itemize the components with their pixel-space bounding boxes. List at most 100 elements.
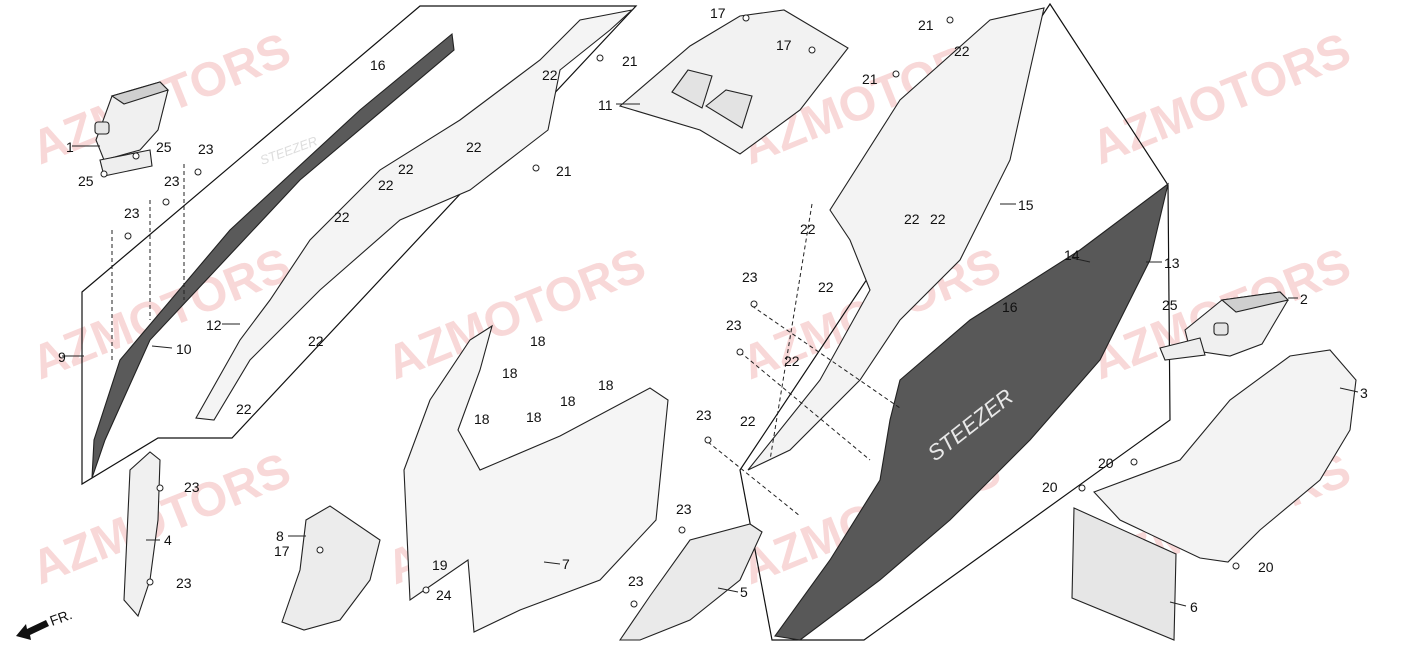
leader-lines <box>62 103 1359 607</box>
watermark: AZMOTORS <box>24 443 298 595</box>
callout-22: 22 <box>334 209 350 225</box>
callout-19: 19 <box>432 557 448 573</box>
callout-21: 21 <box>622 53 638 69</box>
callout-4: 4 <box>164 532 172 548</box>
callout-23: 23 <box>696 407 712 423</box>
arrow-left-icon <box>16 620 49 640</box>
callout-25: 25 <box>156 139 172 155</box>
callout-23: 23 <box>164 173 180 189</box>
fasteners <box>100 14 1240 608</box>
screw-icon <box>156 484 164 492</box>
part-11-tail-cover <box>618 9 849 155</box>
direction-label: FR. <box>48 606 75 629</box>
callout-18: 18 <box>526 409 542 425</box>
front-direction-indicator: FR. <box>16 606 74 640</box>
callout-22: 22 <box>542 67 558 83</box>
callout-22: 22 <box>398 161 414 177</box>
callout-22: 22 <box>308 333 324 349</box>
callout-5: 5 <box>740 584 748 600</box>
screw-icon <box>736 348 744 356</box>
part-8-grille <box>281 505 381 631</box>
callout-18: 18 <box>560 393 576 409</box>
part-4-bracket <box>123 451 161 618</box>
screw-icon <box>1078 484 1086 492</box>
part-7-front-cover <box>403 324 669 633</box>
callout-22: 22 <box>236 401 252 417</box>
callout-8: 8 <box>276 528 284 544</box>
screw-icon <box>316 546 324 554</box>
callout-14: 14 <box>1064 247 1080 263</box>
part-10-side-panel <box>91 32 455 479</box>
screw-icon <box>704 436 712 444</box>
part-5-cover <box>618 523 763 641</box>
screw-icon <box>946 16 954 24</box>
callout-18: 18 <box>598 377 614 393</box>
callout-7: 7 <box>562 556 570 572</box>
callout-24: 24 <box>436 587 452 603</box>
screw-icon <box>630 600 638 608</box>
screw-icon <box>162 198 170 206</box>
callout-labels: 1 2 3 4 5 6 7 8 9 10 11 12 13 14 15 16 1… <box>58 5 1368 615</box>
callout-13: 13 <box>1164 255 1180 271</box>
dashed-line <box>769 203 813 461</box>
dashed-line <box>751 305 901 409</box>
callout-15: 15 <box>1018 197 1034 213</box>
assembly-frame-right <box>739 2 1171 641</box>
callout-22: 22 <box>818 279 834 295</box>
callout-21: 21 <box>918 17 934 33</box>
callout-21: 21 <box>556 163 572 179</box>
callout-18: 18 <box>530 333 546 349</box>
callout-22: 22 <box>904 211 920 227</box>
callout-18: 18 <box>502 365 518 381</box>
callout-23: 23 <box>184 479 200 495</box>
screw-icon <box>194 168 202 176</box>
callout-25: 25 <box>78 173 94 189</box>
callout-20: 20 <box>1098 455 1114 471</box>
callout-18: 18 <box>474 411 490 427</box>
assembly-frame-left <box>81 5 638 486</box>
callout-3: 3 <box>1360 385 1368 401</box>
callout-9: 9 <box>58 349 66 365</box>
part-15-side-cover <box>747 7 1045 471</box>
callout-17: 17 <box>274 543 290 559</box>
part-6-license-plate <box>1071 507 1177 641</box>
callout-22: 22 <box>784 353 800 369</box>
screw-icon <box>1130 458 1138 466</box>
part-2-reservoir <box>1159 291 1290 361</box>
screw-icon <box>742 14 750 22</box>
part-3-fender <box>1093 349 1357 563</box>
screw-icon <box>892 70 900 78</box>
callout-22: 22 <box>378 177 394 193</box>
screw-icon <box>678 526 686 534</box>
callout-17: 17 <box>776 37 792 53</box>
screw-icon <box>750 300 758 308</box>
callout-2: 2 <box>1300 291 1308 307</box>
screw-icon <box>1232 562 1240 570</box>
callout-25: 25 <box>1162 297 1178 313</box>
dashed-line <box>739 351 871 461</box>
callout-23: 23 <box>198 141 214 157</box>
callout-10: 10 <box>176 341 192 357</box>
callout-12: 12 <box>206 317 222 333</box>
callout-17: 17 <box>710 5 726 21</box>
callout-22: 22 <box>466 139 482 155</box>
callout-1: 1 <box>66 139 74 155</box>
screw-icon <box>132 152 140 160</box>
screw-icon <box>808 46 816 54</box>
callout-20: 20 <box>1042 479 1058 495</box>
callout-22: 22 <box>740 413 756 429</box>
callout-20: 20 <box>1258 559 1274 575</box>
screw-icon <box>100 170 108 178</box>
screw-icon <box>124 232 132 240</box>
callout-22: 22 <box>954 43 970 59</box>
watermark: AZMOTORS <box>1084 23 1358 175</box>
callout-23: 23 <box>676 501 692 517</box>
callout-16: 16 <box>370 57 386 73</box>
callout-21: 21 <box>862 71 878 87</box>
screw-icon <box>596 54 604 62</box>
callout-22: 22 <box>800 221 816 237</box>
callout-23: 23 <box>742 269 758 285</box>
screw-icon <box>532 164 540 172</box>
callout-16: 16 <box>1002 299 1018 315</box>
